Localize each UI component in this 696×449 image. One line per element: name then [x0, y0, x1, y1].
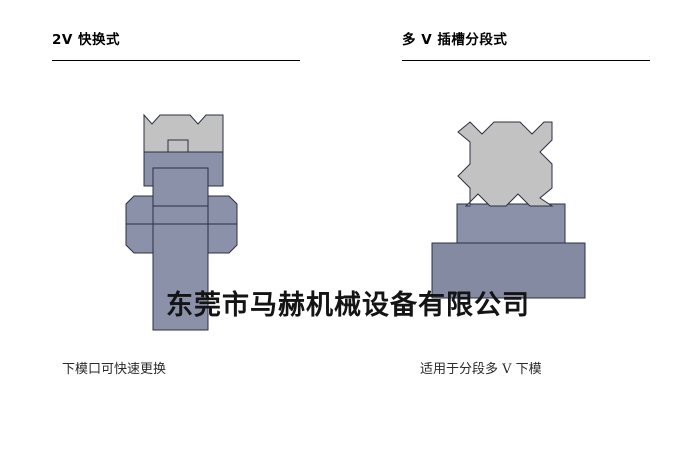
- panel-caption-right: 适用于分段多 V 下模: [420, 362, 542, 377]
- company-watermark: 东莞市马赫机械设备有限公司: [166, 290, 530, 321]
- panel-two-v-quick-change: 2V 快换式 下模口可快速更换: [52, 32, 300, 377]
- panel-caption-left: 下模口可快速更换: [62, 362, 167, 377]
- panel-heading-left: 2V 快换式: [52, 32, 121, 48]
- panel-heading-right: 多 V 插槽分段式: [402, 32, 508, 48]
- heading-rule-right: [402, 60, 650, 61]
- panel-multi-v-segmented: 多 V 插槽分段式 适用于分段多 V 下模: [348, 0, 696, 449]
- heading-rule-left: [52, 60, 300, 61]
